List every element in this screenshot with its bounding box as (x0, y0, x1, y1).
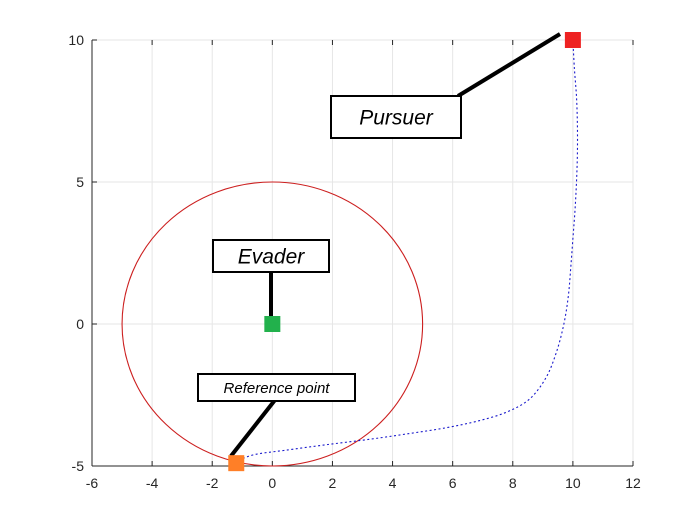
x-tick-label: 10 (565, 475, 581, 491)
pursuer-leader-line (456, 32, 562, 98)
reference-label-box (197, 373, 356, 402)
x-tick-label: 2 (329, 475, 337, 491)
safety-circle (121, 181, 424, 467)
y-tick-label: -5 (72, 458, 85, 474)
pursuer-label-box (330, 95, 462, 139)
evader-marker (264, 316, 281, 332)
axes (91, 39, 634, 467)
x-tick-label: -4 (146, 475, 159, 491)
series (121, 39, 579, 467)
x-tick-label: 8 (509, 475, 517, 491)
x-tick-label: 4 (389, 475, 397, 491)
pursuer-marker (564, 32, 581, 48)
x-tick-label: -6 (86, 475, 99, 491)
x-tick-label: 6 (449, 475, 457, 491)
pursuer-label: Pursuer (359, 107, 434, 130)
reference-leader-line (229, 398, 277, 458)
y-tick-label: 0 (76, 316, 84, 332)
tick-labels: -6 -4 -2 0 2 4 6 8 10 12 -5 0 5 10 (68, 32, 641, 491)
plot-area: -6 -4 -2 0 2 4 6 8 10 12 -5 0 5 10 PursuerEvaderRefer… (68, 32, 641, 491)
evader-label: Evader (238, 246, 306, 269)
x-tick-label: -2 (206, 475, 219, 491)
x-tick-label: 0 (268, 475, 276, 491)
evader-label-box (212, 239, 330, 273)
y-tick-label: 5 (76, 174, 84, 190)
y-tick-label: 10 (68, 32, 84, 48)
x-tick-label: 12 (625, 475, 641, 491)
reference-label: Reference point (224, 380, 331, 397)
reference-marker (228, 455, 245, 472)
pursuer-trajectory (234, 39, 579, 463)
